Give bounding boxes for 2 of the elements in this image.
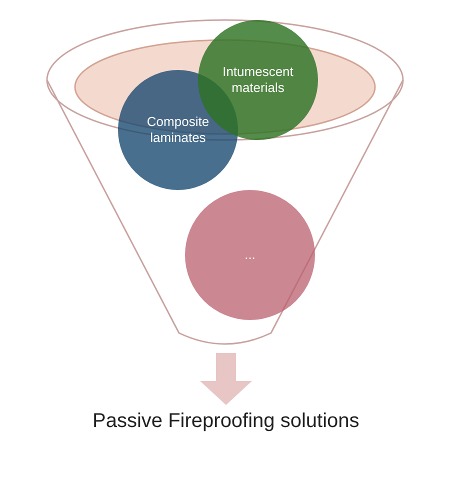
result-text: Passive Fireproofing solutions	[92, 410, 360, 433]
arrow	[200, 353, 252, 405]
